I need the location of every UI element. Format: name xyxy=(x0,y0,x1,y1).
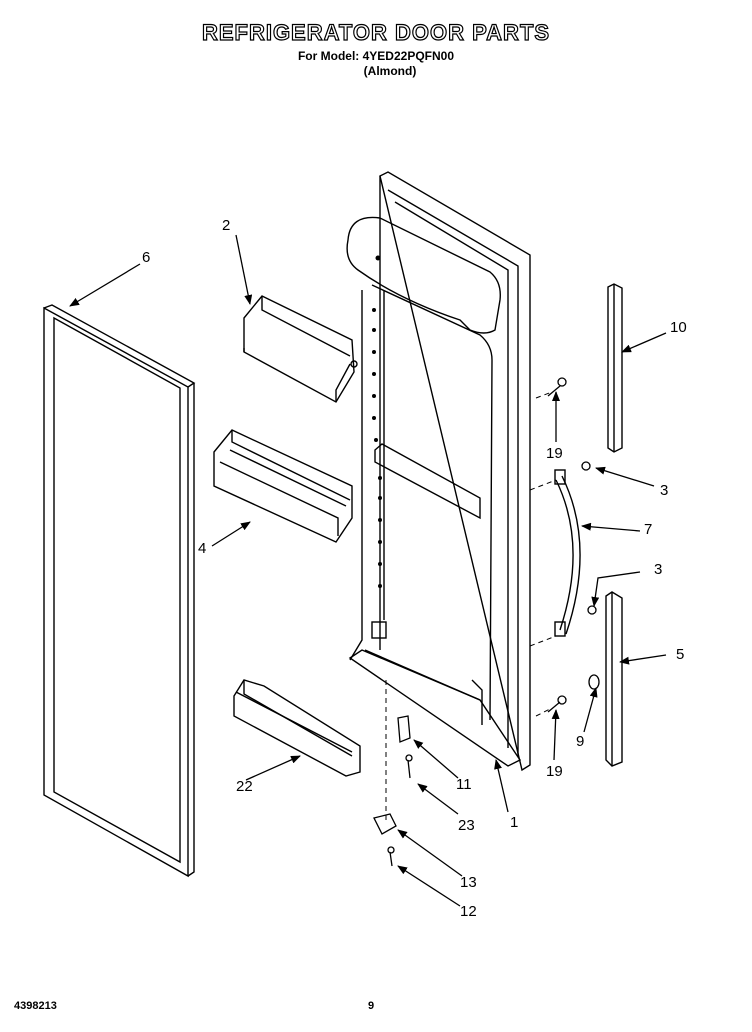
trim-strip-lower xyxy=(605,591,623,767)
leader-arrows xyxy=(69,234,667,907)
dairy-door xyxy=(243,295,358,403)
trim-strip-upper xyxy=(607,283,623,453)
callout-6: 6 xyxy=(142,249,150,266)
door-gasket xyxy=(43,304,196,878)
callout-19-lower: 19 xyxy=(546,763,563,780)
callout-7: 7 xyxy=(644,521,652,538)
door-bin xyxy=(213,429,353,543)
callout-2: 2 xyxy=(222,217,230,234)
callout-3-upper: 3 xyxy=(660,482,668,499)
callout-1: 1 xyxy=(510,814,518,831)
door-liner xyxy=(346,171,531,772)
lower-bin xyxy=(233,679,361,777)
callout-19-upper: 19 xyxy=(546,445,563,462)
callout-12: 12 xyxy=(460,903,477,920)
callout-4: 4 xyxy=(198,540,206,557)
callout-22: 22 xyxy=(236,778,253,795)
color-line: (Almond) xyxy=(363,64,417,78)
model-info: For Model: 4YED22PQFN00 (Almond) xyxy=(0,49,752,79)
callout-3-lower: 3 xyxy=(654,561,662,578)
callout-13: 13 xyxy=(460,874,477,891)
model-line: For Model: 4YED22PQFN00 xyxy=(297,49,455,63)
callout-5: 5 xyxy=(676,646,684,663)
callout-9: 9 xyxy=(576,733,584,750)
callout-labels: 2 6 10 19 3 7 3 4 5 9 19 22 11 23 1 13 1… xyxy=(142,217,687,920)
callout-10: 10 xyxy=(670,319,687,336)
door-liner-holes xyxy=(372,255,382,588)
page-number: 9 xyxy=(368,1000,375,1012)
document-number: 4398213 xyxy=(14,1000,57,1012)
callout-11: 11 xyxy=(456,776,472,793)
page-title: REFRIGERATOR DOOR PARTS xyxy=(201,19,551,45)
hardware xyxy=(373,377,600,867)
alignment-lines xyxy=(385,391,557,820)
door-handle xyxy=(554,469,581,637)
callout-23: 23 xyxy=(458,817,475,834)
